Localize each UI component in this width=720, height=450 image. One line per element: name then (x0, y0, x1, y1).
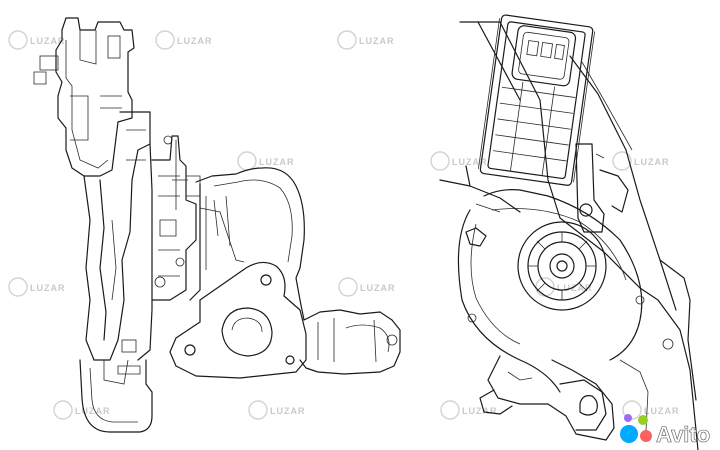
svg-text:LUZAR: LUZAR (75, 406, 111, 416)
watermark-11: LUZAR (248, 400, 306, 420)
watermark-5: LUZAR (430, 151, 488, 171)
watermark-3: LUZAR (337, 30, 395, 50)
watermark-9: LUZAR (8, 277, 66, 297)
bracket-front (575, 143, 629, 233)
watermark-10: LUZAR (53, 400, 111, 420)
outlet-pipe (79, 339, 153, 433)
compressor-boss-front (465, 227, 674, 350)
turbo-front-view (439, 14, 699, 450)
svg-text:LUZAR: LUZAR (177, 36, 213, 46)
actuator-front (478, 14, 596, 186)
svg-text:LUZAR: LUZAR (359, 36, 395, 46)
svg-text:LUZAR: LUZAR (270, 406, 306, 416)
avito-logo: Avito (620, 414, 710, 447)
avito-dot-blue (620, 425, 638, 443)
svg-text:LUZAR: LUZAR (644, 406, 680, 416)
watermark-6: LUZAR (612, 151, 670, 171)
watermark-2: LUZAR (155, 30, 213, 50)
svg-text:LUZAR: LUZAR (452, 157, 488, 167)
svg-text:LUZAR: LUZAR (30, 36, 66, 46)
watermark-7: LUZAR (338, 277, 396, 297)
svg-text:LUZAR: LUZAR (557, 283, 593, 293)
watermark-12: LUZAR (440, 400, 498, 420)
turbine-housing-side (189, 167, 401, 375)
svg-text:LUZAR: LUZAR (360, 283, 396, 293)
svg-text:LUZAR: LUZAR (634, 157, 670, 167)
watermark-8: LUZAR (535, 277, 593, 297)
svg-text:LUZAR: LUZAR (259, 157, 295, 167)
actuator-side (33, 17, 135, 177)
compressor-wheel-front (517, 221, 607, 311)
turbine-outlet-front (479, 355, 649, 441)
watermark-layer: LUZAR LUZAR LUZAR LUZAR LUZAR LUZAR LUZA… (8, 30, 680, 420)
turbo-side-view (33, 17, 401, 433)
svg-text:LUZAR: LUZAR (462, 406, 498, 416)
avito-dot-red (640, 430, 652, 442)
compressor-housing-side (83, 111, 153, 361)
avito-dot-purple (624, 414, 632, 422)
watermark-1: LUZAR (8, 30, 66, 50)
turbine-flange-side (169, 261, 307, 379)
svg-text:LUZAR: LUZAR (30, 283, 66, 293)
avito-wordmark: Avito (656, 422, 710, 447)
watermark-13: LUZAR (622, 400, 680, 420)
center-housing-side (151, 135, 201, 301)
avito-dot-green (638, 415, 648, 425)
